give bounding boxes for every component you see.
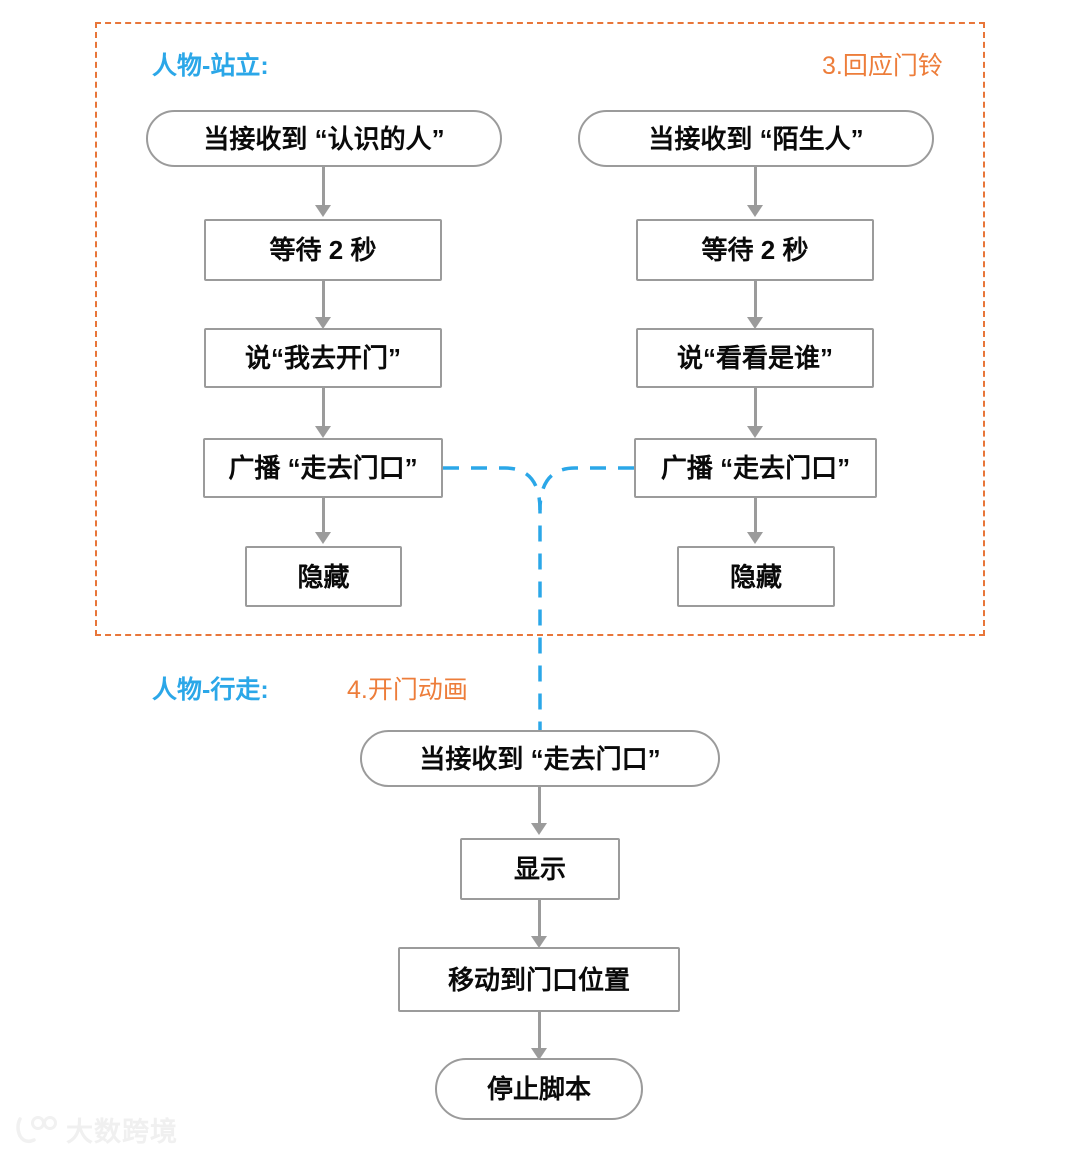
arrow-head-icon — [747, 426, 763, 438]
node-stranger-wait[interactable]: 等待 2 秒 — [636, 219, 874, 281]
arrow-line — [754, 281, 757, 319]
arrow-head-icon — [747, 532, 763, 544]
arrow-head-icon — [747, 317, 763, 329]
arrow-head-icon — [531, 936, 547, 948]
node-known-person-receive[interactable]: 当接收到 “认识的人” — [146, 110, 502, 167]
node-known-person-hide[interactable]: 隐藏 — [245, 546, 402, 607]
arrow-line — [754, 498, 757, 534]
arrow-line — [538, 1012, 541, 1050]
sprite-label-walking: 人物-行走: — [152, 676, 269, 704]
node-stranger-receive[interactable]: 当接收到 “陌生人” — [578, 110, 934, 167]
arrow-head-icon — [747, 205, 763, 217]
step-label-open-door-animation: 4.开门动画 — [347, 676, 468, 704]
arrow-line — [322, 281, 325, 319]
node-known-person-wait[interactable]: 等待 2 秒 — [204, 219, 442, 281]
node-walk-stop-script[interactable]: 停止脚本 — [435, 1058, 643, 1120]
arrow-head-icon — [315, 532, 331, 544]
watermark-text: 大数跨境 — [66, 1117, 178, 1147]
node-stranger-say[interactable]: 说“看看是谁” — [636, 328, 874, 388]
arrow-line — [322, 388, 325, 428]
arrow-head-icon — [531, 1048, 547, 1060]
arrow-line — [322, 167, 325, 207]
node-walk-receive[interactable]: 当接收到 “走去门口” — [360, 730, 720, 787]
watermark: 大数跨境 — [14, 1110, 178, 1149]
node-walk-move-to-door[interactable]: 移动到门口位置 — [398, 947, 680, 1012]
sprite-label-standing: 人物-站立: — [152, 52, 269, 80]
arrow-head-icon — [315, 317, 331, 329]
node-known-person-broadcast[interactable]: 广播 “走去门口” — [203, 438, 443, 498]
arrow-line — [754, 167, 757, 207]
node-stranger-hide[interactable]: 隐藏 — [677, 546, 835, 607]
node-walk-show[interactable]: 显示 — [460, 838, 620, 900]
arrow-head-icon — [315, 426, 331, 438]
arrow-head-icon — [315, 205, 331, 217]
arrow-line — [754, 388, 757, 428]
arrow-line — [322, 498, 325, 534]
node-known-person-say[interactable]: 说“我去开门” — [204, 328, 442, 388]
arrow-line — [538, 787, 541, 825]
arrow-head-icon — [531, 823, 547, 835]
watermark-logo-icon — [14, 1115, 58, 1145]
node-stranger-broadcast[interactable]: 广播 “走去门口” — [634, 438, 877, 498]
arrow-line — [538, 900, 541, 938]
step-label-respond-doorbell: 3.回应门铃 — [822, 52, 943, 80]
